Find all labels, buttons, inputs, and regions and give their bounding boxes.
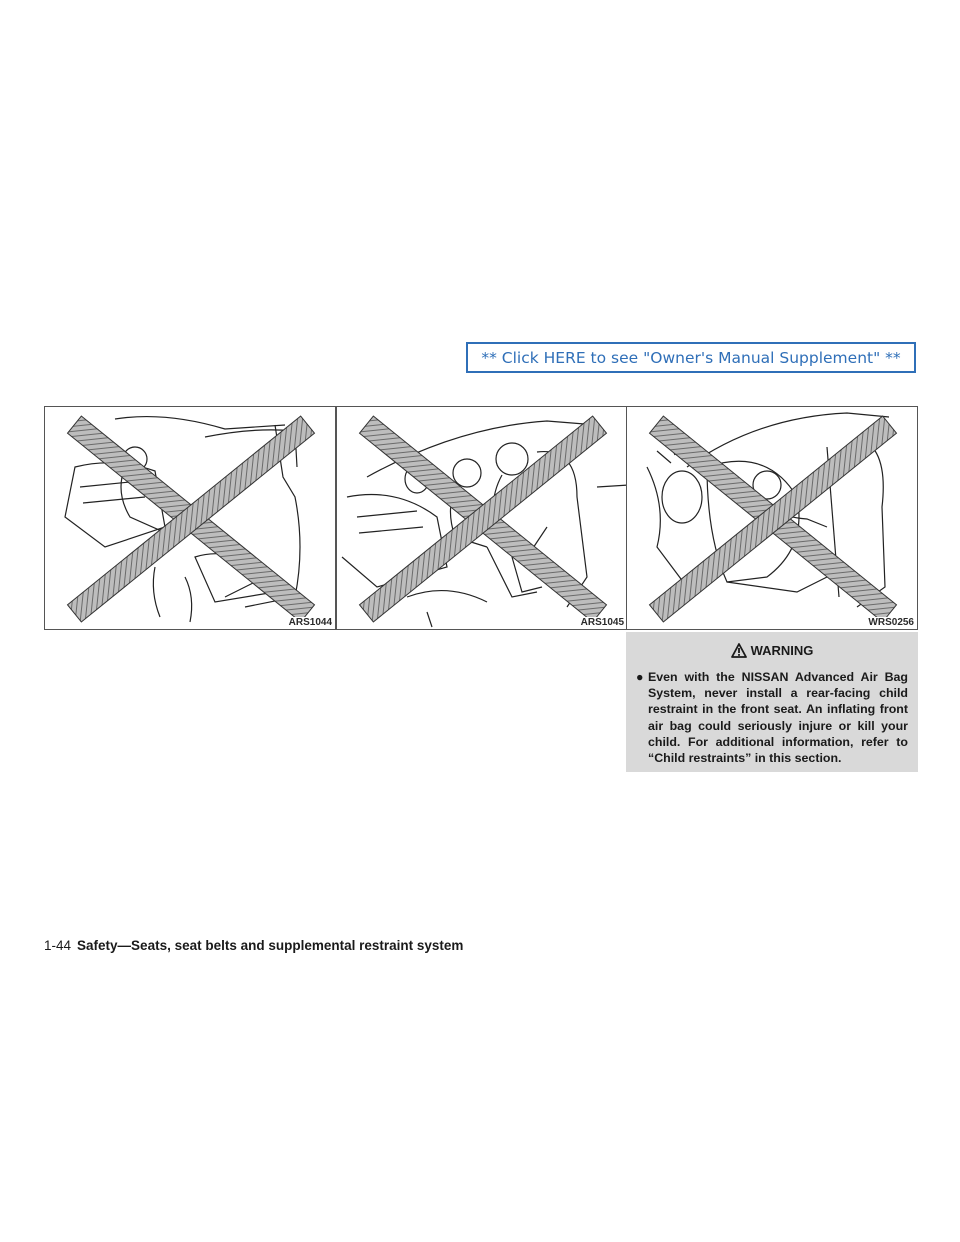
warning-list: ● Even with the NISSAN Advanced Air Bag … (636, 669, 908, 766)
figure-ars1044: ARS1044 (44, 406, 336, 630)
bullet-icon: ● (636, 670, 644, 684)
warning-box: WARNING ● Even with the NISSAN Advanced … (626, 632, 918, 772)
page-footer: 1-44 Safety—Seats, seat belts and supple… (44, 938, 463, 953)
illustration-child-on-lap-front-seat (341, 415, 627, 628)
warning-triangle-icon (730, 642, 747, 658)
warning-item: ● Even with the NISSAN Advanced Air Bag … (636, 669, 908, 766)
warning-title: WARNING (750, 642, 814, 658)
figure-label: ARS1044 (287, 617, 333, 629)
illustration-rear-facing-seat-airbag (646, 412, 898, 623)
illustration-adult-child-front-seat (64, 415, 316, 623)
owners-manual-supplement-link[interactable]: ** Click HERE to see "Owner's Manual Sup… (466, 342, 916, 373)
figure-ars1045: ARS1045 (336, 406, 628, 630)
figure-label: ARS1045 (579, 617, 625, 629)
figure-label: WRS0256 (867, 617, 915, 629)
page-number: 1-44 (44, 938, 72, 953)
figure-wrs0256: WRS0256 (626, 406, 918, 630)
section-title: Safety—Seats, seat belts and supplementa… (77, 938, 464, 953)
warning-heading: WARNING (636, 640, 908, 660)
warning-item-text: Even with the NISSAN Advanced Air Bag Sy… (648, 670, 908, 766)
